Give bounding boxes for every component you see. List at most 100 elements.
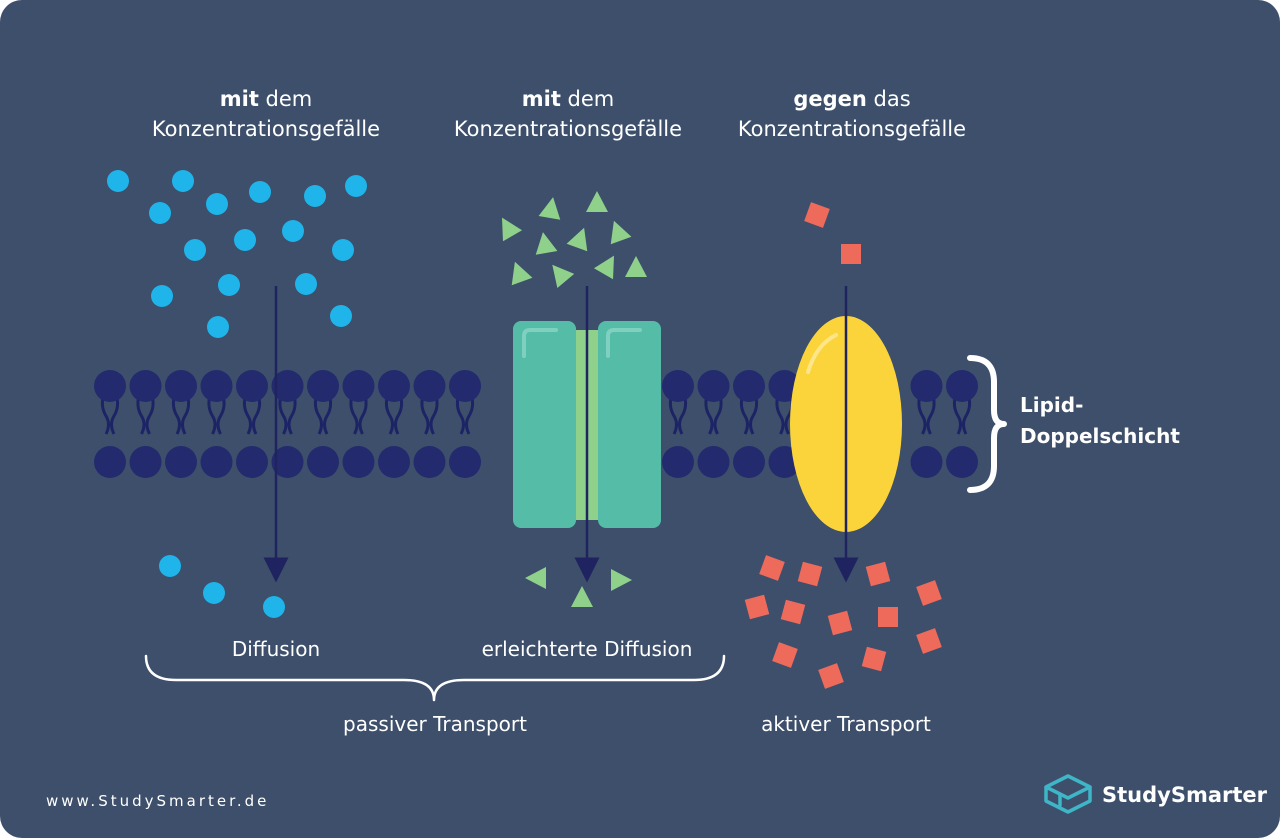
lipid-tail	[384, 393, 394, 435]
circle-molecule-icon	[304, 185, 326, 207]
passive-transport-brace	[144, 654, 726, 702]
circle-molecule-icon	[184, 239, 206, 261]
lipid-tail	[349, 393, 359, 435]
square-molecule-icon	[861, 646, 887, 672]
circle-molecule-icon	[282, 220, 304, 242]
circle-molecule-icon	[234, 229, 256, 251]
triangle-molecule-icon	[611, 569, 632, 591]
lipid-tail	[455, 393, 465, 435]
triangle-molecule-icon	[566, 227, 588, 252]
circle-molecule-icon	[345, 175, 367, 197]
brand-name: StudySmarter	[1102, 783, 1268, 807]
circle-molecule-icon	[332, 239, 354, 261]
circle-molecule-icon	[151, 285, 173, 307]
lipid-tail	[287, 393, 297, 435]
lipid-tail	[394, 393, 404, 435]
lipid-head	[236, 446, 268, 478]
lipid-tail	[678, 393, 688, 435]
lipid-head	[200, 446, 233, 478]
heading-active-transport: gegen das Konzentrationsgefälle	[737, 87, 967, 141]
lipid-tail	[749, 393, 759, 435]
square-molecule-icon	[827, 610, 853, 636]
circle-molecule-icon	[330, 305, 352, 327]
lipid-tail	[252, 393, 262, 435]
passive-transport-label: passiver Transport	[343, 712, 527, 736]
lipid-tail	[429, 393, 439, 435]
lipid-tail	[278, 393, 288, 435]
lipid-head	[413, 370, 446, 402]
circle-molecule-icon	[149, 202, 171, 224]
lipid-tail	[952, 393, 962, 435]
facilitated-diffusion-label: erleichterte Diffusion	[481, 637, 693, 661]
square-molecule-icon	[865, 561, 891, 587]
lipid-head	[307, 446, 339, 478]
lipid-head	[946, 370, 978, 402]
lipid-tail	[181, 393, 191, 435]
lipid-head	[378, 370, 410, 402]
triangle-molecule-icon	[525, 567, 546, 589]
triangle-molecule-icon	[552, 264, 575, 288]
lipid-head	[236, 370, 268, 402]
circle-molecule-icon	[207, 316, 229, 338]
lipid-head	[94, 446, 126, 478]
footer-url: www.StudySmarter.de	[46, 792, 270, 810]
diffusion-label: Diffusion	[231, 637, 321, 661]
bilayer-bracket	[967, 355, 1007, 493]
lipid-head	[129, 446, 162, 478]
lipid-tail	[216, 393, 226, 435]
studysmarter-logo-icon	[1044, 774, 1092, 814]
lipid-tail	[668, 393, 678, 435]
triangle-molecule-icon	[502, 217, 523, 242]
lipid-tail	[739, 393, 749, 435]
circle-molecule-icon	[218, 274, 240, 296]
lipid-tail	[323, 393, 333, 435]
square-molecule-icon	[804, 202, 830, 228]
lipid-head	[342, 370, 375, 402]
circle-molecule-icon	[203, 582, 225, 604]
lipid-tail	[313, 393, 323, 435]
square-molecule-icon	[916, 628, 942, 654]
lipid-tail	[926, 393, 936, 435]
circle-molecule-icon	[295, 273, 317, 295]
circle-molecule-icon	[206, 193, 228, 215]
lipid-tail	[465, 393, 475, 435]
square-molecule-icon	[818, 663, 844, 689]
lipid-tail	[100, 393, 110, 435]
lipid-head	[271, 370, 304, 402]
square-molecule-icon	[772, 642, 798, 668]
square-molecule-icon	[916, 580, 942, 606]
lipid-head	[413, 446, 446, 478]
lipid-head	[910, 370, 943, 402]
square-molecule-icon	[797, 561, 823, 587]
lipid-head	[449, 446, 481, 478]
triangle-molecule-icon	[610, 220, 632, 245]
lipid-tail	[145, 393, 155, 435]
circle-molecule-icon	[263, 596, 285, 618]
lipid-head	[165, 446, 197, 478]
lipid-tail	[962, 393, 972, 435]
lipid-head	[129, 370, 162, 402]
triangle-molecule-icon	[511, 261, 533, 286]
heading-diffusion: mit dem Konzentrationsgefälle	[151, 87, 381, 141]
triangle-molecules	[502, 191, 647, 607]
active-transport-label: aktiver Transport	[761, 712, 931, 736]
circle-molecule-icon	[172, 170, 194, 192]
square-molecules	[744, 202, 942, 689]
lipid-tail	[420, 393, 430, 435]
lipid-head	[733, 370, 765, 402]
triangle-molecule-icon	[625, 256, 647, 277]
square-molecule-icon	[759, 555, 785, 581]
circle-molecule-icon	[107, 170, 129, 192]
lipid-head	[946, 446, 978, 478]
lipid-tail	[171, 393, 181, 435]
lipid-head	[271, 446, 304, 478]
lipid-tail	[917, 393, 927, 435]
lipid-head	[200, 370, 233, 402]
lipid-bilayer	[94, 370, 978, 478]
heading-facilitated-diffusion: mit dem Konzentrationsgefälle	[453, 87, 683, 141]
lipid-tail	[704, 393, 714, 435]
lipid-head	[378, 446, 410, 478]
triangle-molecule-icon	[593, 255, 614, 280]
lipid-head	[697, 370, 730, 402]
